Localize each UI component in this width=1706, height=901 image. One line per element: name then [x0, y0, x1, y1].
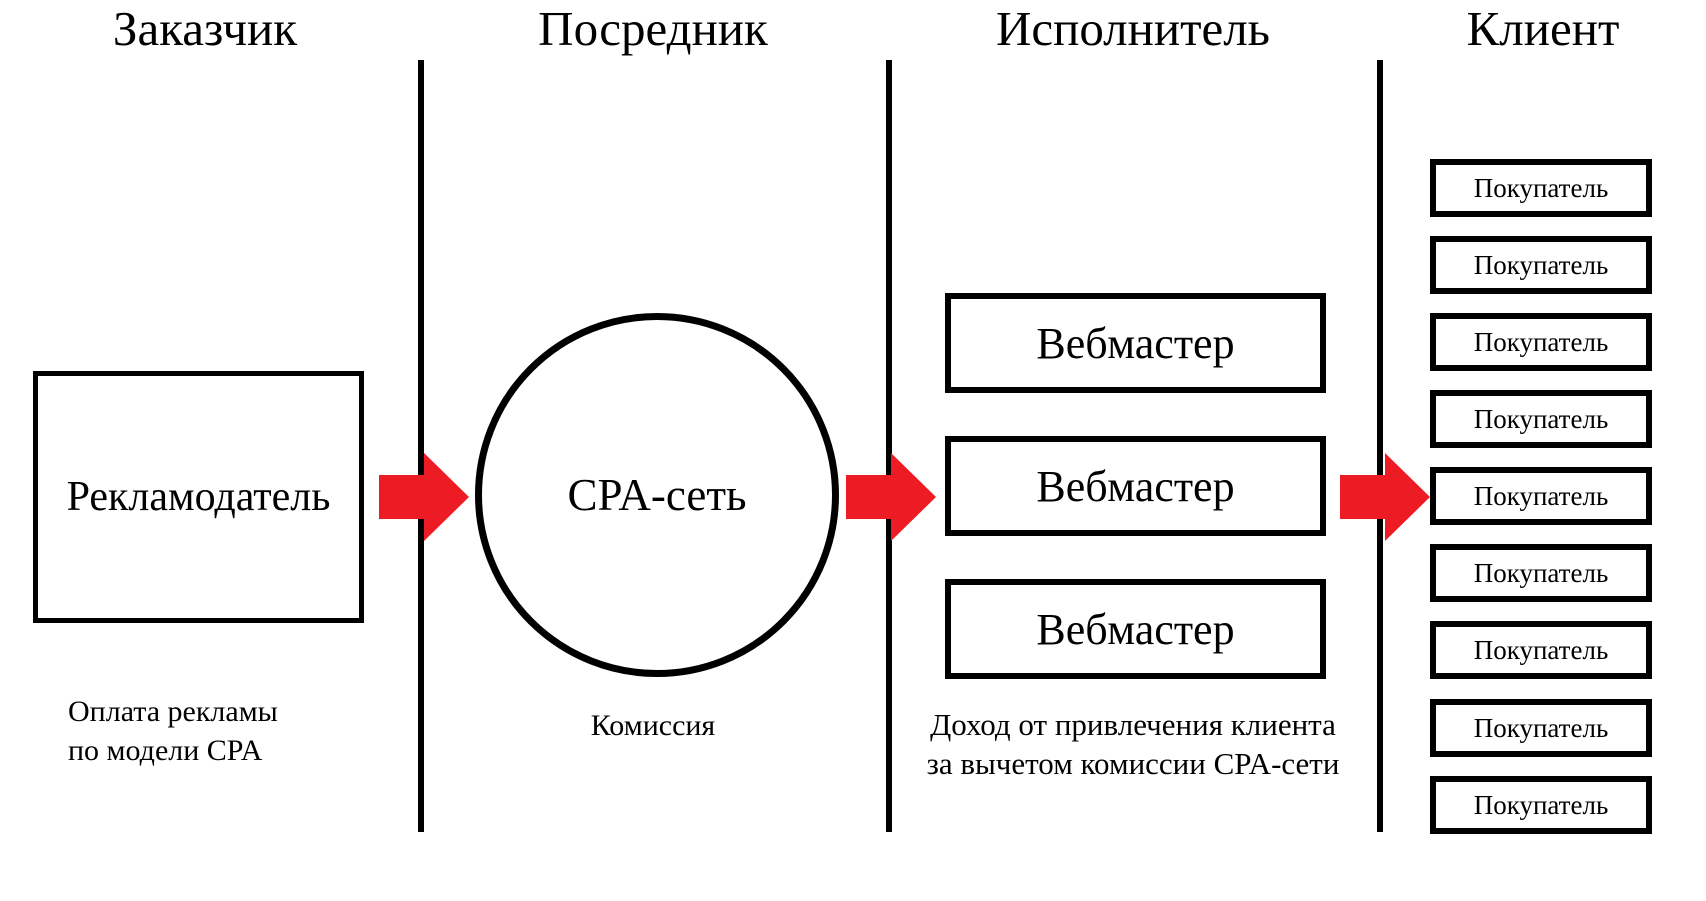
column-header-intermediary: Посредник [538, 1, 768, 56]
column-divider-1 [418, 60, 424, 832]
column-divider-2 [886, 60, 892, 832]
column-header-executor: Исполнитель [995, 1, 1271, 56]
cpa-network-node: CPA-сеть [475, 313, 839, 677]
buyer-node-8: Покупатель [1430, 699, 1652, 757]
flow-arrow-icon-3 [1340, 453, 1430, 541]
webmaster-caption-line1: Доход от привлечения клиента [930, 707, 1336, 742]
buyer-label: Покупатель [1473, 712, 1609, 743]
cpa-network-caption: Комиссия [590, 709, 716, 742]
webmaster-label: Вебмастер [1036, 604, 1235, 654]
buyer-label: Покупатель [1473, 249, 1609, 280]
buyer-label: Покупатель [1473, 403, 1609, 434]
advertiser-caption-line1: Оплата рекламы [68, 695, 278, 728]
webmaster-caption: Доход от привлечения клиента за вычетом … [927, 705, 1340, 783]
buyer-label: Покупатель [1473, 172, 1609, 203]
buyer-node-2: Покупатель [1430, 236, 1652, 294]
column-header-client: Клиент [1466, 1, 1620, 56]
advertiser-caption: Оплата рекламы по модели CPA [68, 692, 278, 770]
webmaster-node-1: Вебмастер [945, 293, 1326, 393]
buyer-label: Покупатель [1473, 326, 1609, 357]
advertiser-caption-line2: по модели CPA [68, 734, 263, 767]
buyer-label: Покупатель [1473, 634, 1609, 665]
buyer-node-7: Покупатель [1430, 621, 1652, 679]
advertiser-node: Рекламодатель [33, 371, 364, 623]
webmaster-caption-line2: за вычетом комиссии CPA-сети [926, 746, 1340, 781]
cpa-network-label: CPA-сеть [567, 470, 747, 520]
buyer-label: Покупатель [1473, 480, 1609, 511]
column-header-customer: Заказчик [112, 1, 298, 56]
column-divider-3 [1377, 60, 1383, 832]
buyer-label: Покупатель [1473, 557, 1609, 588]
webmaster-node-3: Вебмастер [945, 579, 1326, 679]
flow-arrow-icon-2 [846, 453, 936, 541]
flow-arrow-icon-1 [379, 453, 469, 541]
webmaster-label: Вебмастер [1036, 318, 1235, 368]
buyer-node-3: Покупатель [1430, 313, 1652, 371]
buyer-node-5: Покупатель [1430, 467, 1652, 525]
buyer-node-6: Покупатель [1430, 544, 1652, 602]
webmaster-label: Вебмастер [1036, 461, 1235, 511]
webmaster-node-2: Вебмастер [945, 436, 1326, 536]
buyer-label: Покупатель [1473, 789, 1609, 820]
buyer-node-4: Покупатель [1430, 390, 1652, 448]
buyer-node-1: Покупатель [1430, 159, 1652, 217]
advertiser-label: Рекламодатель [66, 474, 331, 520]
buyer-node-9: Покупатель [1430, 776, 1652, 834]
